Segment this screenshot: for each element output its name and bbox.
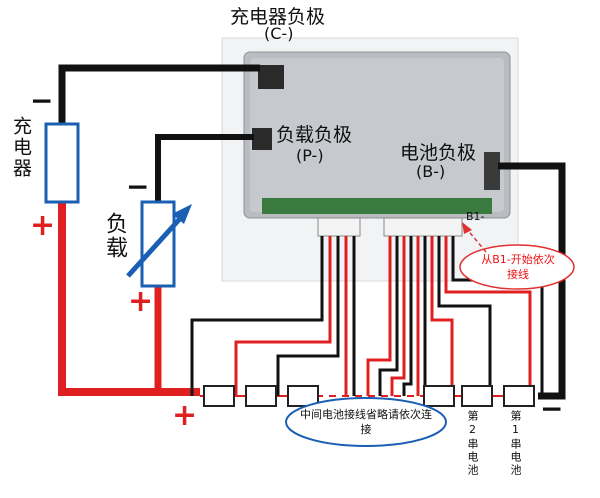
start-note-ellipse <box>459 244 575 290</box>
charger-plus-sign: + <box>30 208 56 243</box>
balance-wires-right <box>366 236 544 396</box>
wire-charger-negative <box>58 64 260 128</box>
cell-1-label: 第1串电池 <box>509 410 522 477</box>
load-arrow-head <box>172 204 192 224</box>
battery-negative-code: (B-) <box>416 162 446 181</box>
right-minus-sign: − <box>540 392 564 425</box>
load-negative-title: 负载负极 <box>276 124 353 146</box>
b1-tag: B1- <box>466 210 485 223</box>
start-note-pointer <box>465 227 487 253</box>
bms-heatsink <box>250 58 504 212</box>
b-terminal <box>484 152 500 190</box>
bottom-plus-sign: + <box>172 398 198 433</box>
c-terminal <box>258 65 284 89</box>
charger-minus-sign: − <box>30 84 54 117</box>
load-minus-sign: − <box>126 170 150 203</box>
omitted-note-ellipse <box>285 397 447 447</box>
load-label: 负载 <box>102 212 127 260</box>
charger-box <box>44 122 80 204</box>
load-plus-sign: + <box>128 284 154 319</box>
omitted-note: 中间电池接线省略请依次连接 <box>300 408 432 436</box>
balance-wires-left <box>190 236 356 396</box>
start-note: 从B1-开始依次接线 <box>481 253 555 281</box>
wire-load-negative <box>155 134 254 205</box>
charger-negative-code: (C-) <box>264 24 294 43</box>
cell-2-label: 第2串电池 <box>466 410 479 477</box>
battery-negative-title: 电池负极 <box>400 142 477 164</box>
charger-label: 充电器 <box>10 116 32 179</box>
charger-negative-title: 充电器负极 <box>230 6 326 28</box>
connector-left <box>317 217 361 237</box>
pcb-strip <box>262 198 492 214</box>
battery-cells <box>203 385 535 407</box>
start-note-pointer-head <box>462 222 472 234</box>
p-terminal <box>252 128 272 150</box>
load-arrow <box>126 210 188 278</box>
wire-charger-positive <box>58 200 200 396</box>
connector-right <box>383 217 463 237</box>
load-negative-code: (P-) <box>296 146 324 165</box>
